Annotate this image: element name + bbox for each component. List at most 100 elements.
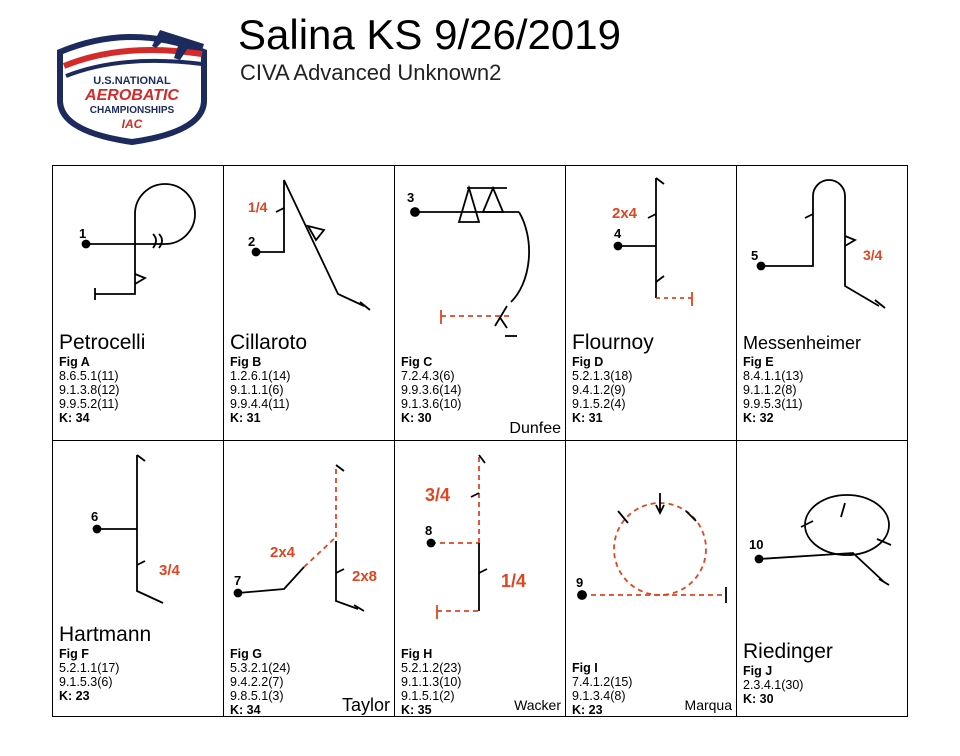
figure-diagram-e: 5 3/4 xyxy=(751,179,886,309)
roll-triangle xyxy=(134,273,148,285)
exit-tick xyxy=(359,301,371,311)
snap-triangle-1 xyxy=(457,184,481,223)
horizontal-loop xyxy=(804,494,890,556)
roll-arrow-1 xyxy=(800,520,814,528)
half-loop xyxy=(510,211,530,303)
figure-diagram-g: 7 2x4 2x8 xyxy=(233,464,377,612)
figure-code: 7.2.4.3(6) xyxy=(401,369,455,383)
figure-code: 9.1.3.6(10) xyxy=(401,397,462,411)
pilot-name: Petrocelli xyxy=(59,331,146,354)
credit-name: Wacker xyxy=(514,697,561,713)
dashed-45-line xyxy=(303,536,337,568)
figure-code: 9.1.3.8(12) xyxy=(59,383,120,397)
figure-info: Fig E 8.4.1.1(13) 9.1.1.2(8) 9.9.5.3(11)… xyxy=(743,355,803,425)
figure-cell-a: 1 Petrocelli Fig A 8.6.5.1(11) 9.1.3.8(1… xyxy=(53,166,224,441)
entry-dot xyxy=(426,538,436,548)
roll-label: 3/4 xyxy=(159,562,181,579)
roll-label: 3/4 xyxy=(425,485,450,505)
logo-text-line4: IAC xyxy=(122,117,143,131)
top-hook xyxy=(478,454,486,464)
flight-line xyxy=(761,179,880,307)
figure-code: 9.1.5.1(2) xyxy=(401,689,455,703)
figure-cell-c: 3 Fig C 7.2.4.3(6) 9.9.3.6(14) 9.1.3.6(1… xyxy=(395,166,566,441)
figure-k-value: K: 31 xyxy=(230,411,261,425)
roll-arrow-2 xyxy=(876,538,892,546)
loop-path xyxy=(95,183,196,295)
snap-tick-left xyxy=(617,510,629,524)
figure-code: 9.1.5.2(4) xyxy=(572,397,626,411)
exit-tick xyxy=(353,604,365,612)
figure-info: Fig F 5.2.1.1(17) 9.1.5.3(6) K: 23 xyxy=(59,647,119,703)
logo-text-line3: CHAMPIONSHIPS xyxy=(90,105,175,116)
figure-code: 5.2.1.3(18) xyxy=(572,369,633,383)
figure-k-value: K: 34 xyxy=(59,411,90,425)
snap-tick-right xyxy=(685,510,697,522)
figure-code: 5.2.1.1(17) xyxy=(59,661,120,675)
roll-arrow-top xyxy=(470,492,480,498)
figure-code: 8.4.1.1(13) xyxy=(743,369,804,383)
figure-cell-i: 9 Fig I 7.4.1.2(15) 9.1.3.4(8) K: 23 Mar… xyxy=(566,441,737,717)
figure-code: 9.9.5.2(11) xyxy=(59,397,119,411)
figure-number: 10 xyxy=(749,537,763,552)
figure-k-value: K: 31 xyxy=(572,411,603,425)
credit-name: Marqua xyxy=(684,697,732,713)
roll-arrow xyxy=(136,560,146,566)
figure-diagram-c: 3 xyxy=(407,184,530,337)
figure-cell-e: 5 3/4 Messenheimer Fig E 8.4.1.1(13) 9.1… xyxy=(737,166,907,441)
figure-code: 9.9.5.3(11) xyxy=(743,397,803,411)
figure-label: Fig D xyxy=(572,355,604,369)
roll-arrow xyxy=(804,213,814,219)
figure-code: 5.2.1.2(23) xyxy=(401,661,462,675)
figure-code: 9.9.4.4(11) xyxy=(230,397,290,411)
credit-name: Taylor xyxy=(341,695,390,715)
page-subtitle: CIVA Advanced Unknown2 xyxy=(240,60,502,85)
figure-grid: 1 Petrocelli Fig A 8.6.5.1(11) 9.1.3.8(1… xyxy=(52,165,908,717)
figure-label: Fig C xyxy=(401,355,433,369)
figure-info: Fig H 5.2.1.2(23) 9.1.1.3(10) 9.1.5.1(2)… xyxy=(401,647,461,717)
figure-code: 5.3.2.1(24) xyxy=(230,661,291,675)
figure-diagram-j: 10 xyxy=(749,494,892,586)
top-hook xyxy=(136,454,146,462)
figure-cell-b: 2 1/4 Cillaroto Fig B 1.2.6.1(14) 9.1.1.… xyxy=(224,166,395,441)
pilot-name: Flournoy xyxy=(572,331,654,354)
flight-line xyxy=(758,552,884,582)
roll-arrow-2 xyxy=(655,275,665,283)
credit-name: Dunfee xyxy=(509,420,561,437)
figure-number: 1 xyxy=(79,226,86,241)
figure-diagram-a: 1 xyxy=(79,183,196,300)
logo-shield xyxy=(57,34,207,146)
pilot-name: Hartmann xyxy=(59,623,152,646)
top-hook xyxy=(335,464,345,472)
figure-k-value: K: 30 xyxy=(401,411,432,425)
roll-arrow xyxy=(478,568,488,574)
figure-k-value: K: 30 xyxy=(743,692,774,706)
figure-code: 9.1.1.3(10) xyxy=(401,675,462,689)
figure-number: 3 xyxy=(407,190,414,205)
figure-k-value: K: 34 xyxy=(230,703,261,717)
exit-tick xyxy=(874,299,886,309)
figure-code: 7.4.1.2(15) xyxy=(572,675,633,689)
figure-k-value: K: 23 xyxy=(572,703,603,717)
figure-label: Fig I xyxy=(572,661,598,675)
figure-code: 9.1.1.2(8) xyxy=(743,383,797,397)
logo-swoosh-navy xyxy=(65,58,203,78)
exit-arrow xyxy=(494,305,508,329)
figure-code: 8.6.5.1(11) xyxy=(59,369,119,383)
figure-diagram-b: 2 1/4 xyxy=(248,179,371,311)
figure-number: 2 xyxy=(248,234,255,249)
figure-label: Fig H xyxy=(401,647,433,661)
figure-code: 9.8.5.1(3) xyxy=(230,689,284,703)
roll-arrow xyxy=(275,207,285,213)
pilot-name: Cillaroto xyxy=(230,331,308,354)
figure-code: 9.1.1.1(6) xyxy=(230,383,284,397)
championships-logo: U.S.NATIONAL AEROBATIC CHAMPIONSHIPS IAC xyxy=(57,30,207,146)
figure-info: Fig B 1.2.6.1(14) 9.1.1.1(6) 9.9.4.4(11)… xyxy=(230,355,290,425)
top-hook xyxy=(655,177,665,185)
roll-arrow xyxy=(335,568,345,574)
roll-triangle xyxy=(844,235,858,247)
figure-diagram-h: 8 3/4 1/4 xyxy=(425,454,526,619)
figure-info: Fig C 7.2.4.3(6) 9.9.3.6(14) 9.1.3.6(10)… xyxy=(401,355,461,425)
figure-label: Fig A xyxy=(59,355,90,369)
roll-symbol xyxy=(152,233,163,249)
figure-cell-j: 10 Riedinger Fig J 2.3.4.1(30) K: 30 xyxy=(737,441,907,716)
